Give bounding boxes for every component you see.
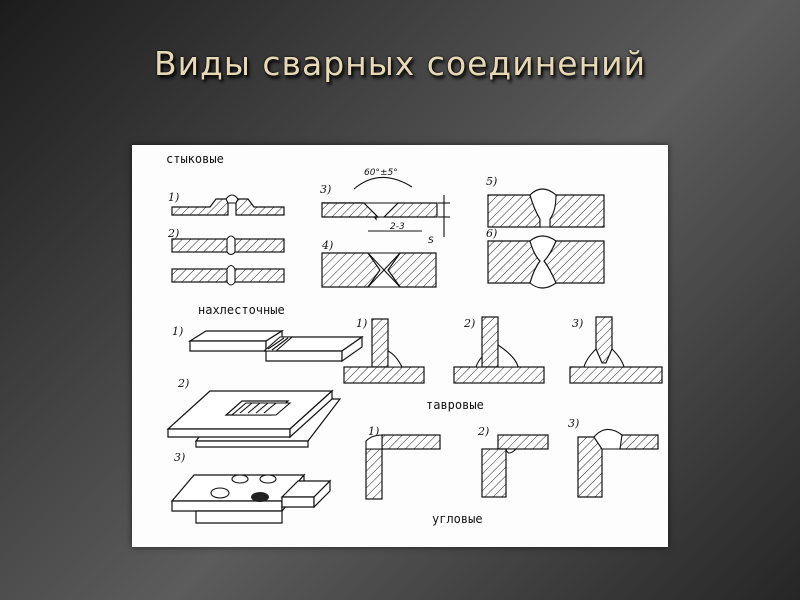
joint-number: 1)	[356, 317, 367, 330]
lap-joint-1: 1)	[172, 325, 364, 363]
lap-joint-2: 2)	[166, 377, 342, 448]
joint-number: 4)	[321, 239, 333, 252]
tee-joint-3: 3)	[569, 316, 663, 384]
butt-joint-6: 6)	[486, 227, 605, 289]
gap-dimension: 2-3	[390, 222, 405, 232]
joint-number: 2)	[463, 317, 475, 330]
joint-number: 1)	[168, 191, 179, 204]
joint-number: 3)	[568, 417, 579, 430]
joint-number: 6)	[486, 227, 497, 240]
diagram-canvas: стыковые 1) 2) 3) 60°±5°	[166, 152, 663, 526]
tee-joint-1: 1)	[343, 317, 425, 384]
butt-joint-4: 4)	[321, 239, 437, 288]
tee-joint-2: 2)	[453, 316, 545, 384]
joint-number: 1)	[172, 325, 183, 338]
joint-number: 3)	[572, 317, 583, 330]
section-label-butt: стыковые	[166, 152, 224, 166]
lap-joint-3: 3)	[170, 451, 332, 524]
joint-number: 2)	[177, 377, 189, 390]
butt-joint-1: 1)	[168, 191, 285, 216]
butt-joint-3: 3) 60°±5° 2-3 S	[320, 168, 450, 246]
section-label-tee: тавровые	[426, 398, 484, 412]
joint-number: 3)	[174, 451, 185, 464]
joint-number: 2)	[167, 227, 179, 240]
angle-arc	[353, 176, 413, 190]
butt-joint-2: 2)	[167, 227, 285, 256]
corner-joint-3: 3)	[568, 417, 659, 498]
butt-joint-2b	[171, 264, 285, 286]
slide-title: Виды сварных соединений	[153, 44, 647, 83]
joint-number: 1)	[368, 425, 379, 438]
thickness-dimension: S	[428, 236, 434, 246]
joint-number: 2)	[477, 425, 489, 438]
joint-number: 5)	[486, 175, 497, 188]
section-label-lap: нахлесточные	[198, 303, 285, 317]
corner-joint-1: 1)	[365, 425, 441, 500]
joint-number: 3)	[320, 183, 331, 196]
corner-joint-2: 2)	[477, 425, 549, 498]
welded-joints-diagram: стыковые 1) 2) 3) 60°±5°	[132, 145, 668, 547]
butt-joint-5: 5)	[486, 175, 605, 228]
angle-dimension: 60°±5°	[364, 168, 398, 178]
section-label-corner: угловые	[432, 512, 483, 526]
